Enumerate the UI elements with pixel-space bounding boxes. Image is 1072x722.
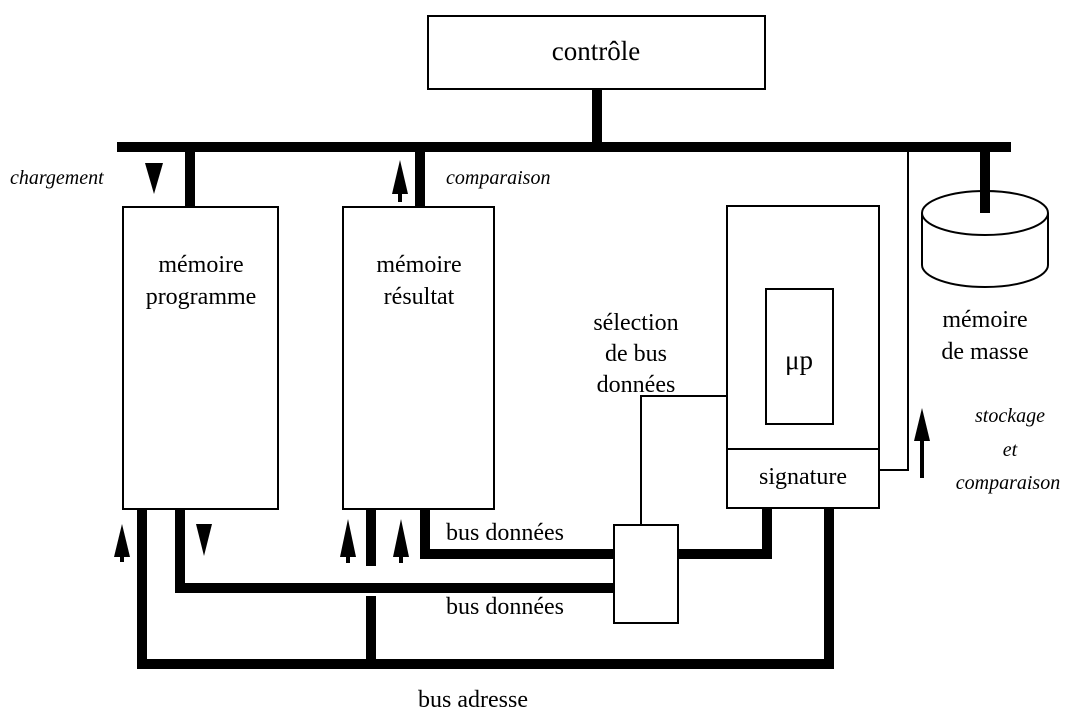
bus-selection-label-line1: sélection <box>593 310 678 336</box>
program-out-arrow-down-icon <box>196 524 212 556</box>
result-in-arrow-up-1-icon <box>340 519 356 557</box>
bus-selection-label-line3: données <box>597 372 676 398</box>
data-bus-processor <box>678 508 772 559</box>
signature-label: signature <box>759 464 847 490</box>
signature-control-line <box>879 147 909 471</box>
result-in-arrow-shaft-2 <box>399 553 403 563</box>
result-in-arrow-shaft-1 <box>346 553 350 563</box>
storage-label-line3: comparaison <box>956 472 1060 494</box>
program-memory-label-line1: mémoire <box>158 252 243 278</box>
bus-selection-line <box>640 395 727 525</box>
data-bus-lower-label: bus données <box>446 594 564 620</box>
address-bus <box>137 508 834 669</box>
control-box <box>427 15 766 90</box>
bus-selector-box <box>613 524 679 624</box>
loading-label: chargement <box>10 167 104 189</box>
result-memory-box <box>342 206 495 510</box>
program-memory-box <box>122 206 279 510</box>
address-in-arrow-up-icon <box>114 524 130 557</box>
microprocessor-box <box>765 288 834 425</box>
result-in-arrow-up-2-icon <box>393 519 409 557</box>
comparison-arrow-up-icon <box>392 160 408 194</box>
storage-arrow-up-icon <box>914 408 930 441</box>
address-bus-label: bus adresse <box>418 687 528 713</box>
microprocessor-label: μp <box>785 345 813 375</box>
data-bus-upper <box>420 509 614 559</box>
data-bus-lower <box>175 509 614 593</box>
storage-label-line1: stockage <box>975 405 1045 427</box>
comparison-label: comparaison <box>446 167 550 189</box>
result-memory-label-line2: résultat <box>384 284 455 310</box>
mass-storage-label-line2: de masse <box>941 339 1028 365</box>
data-bus-upper-label: bus données <box>446 520 564 546</box>
control-label: contrôle <box>552 36 640 66</box>
bus-selection-label-line2: de bus <box>605 341 667 367</box>
storage-label-line2: et <box>1003 439 1018 461</box>
program-memory-label-line2: programme <box>146 284 257 310</box>
loading-arrow-down-icon <box>145 163 163 194</box>
comparison-arrow-shaft <box>398 190 402 202</box>
mass-storage-label-line1: mémoire <box>942 307 1027 333</box>
storage-arrow-shaft <box>920 437 924 478</box>
result-memory-label-line1: mémoire <box>376 252 461 278</box>
address-in-arrow-shaft <box>120 553 124 562</box>
